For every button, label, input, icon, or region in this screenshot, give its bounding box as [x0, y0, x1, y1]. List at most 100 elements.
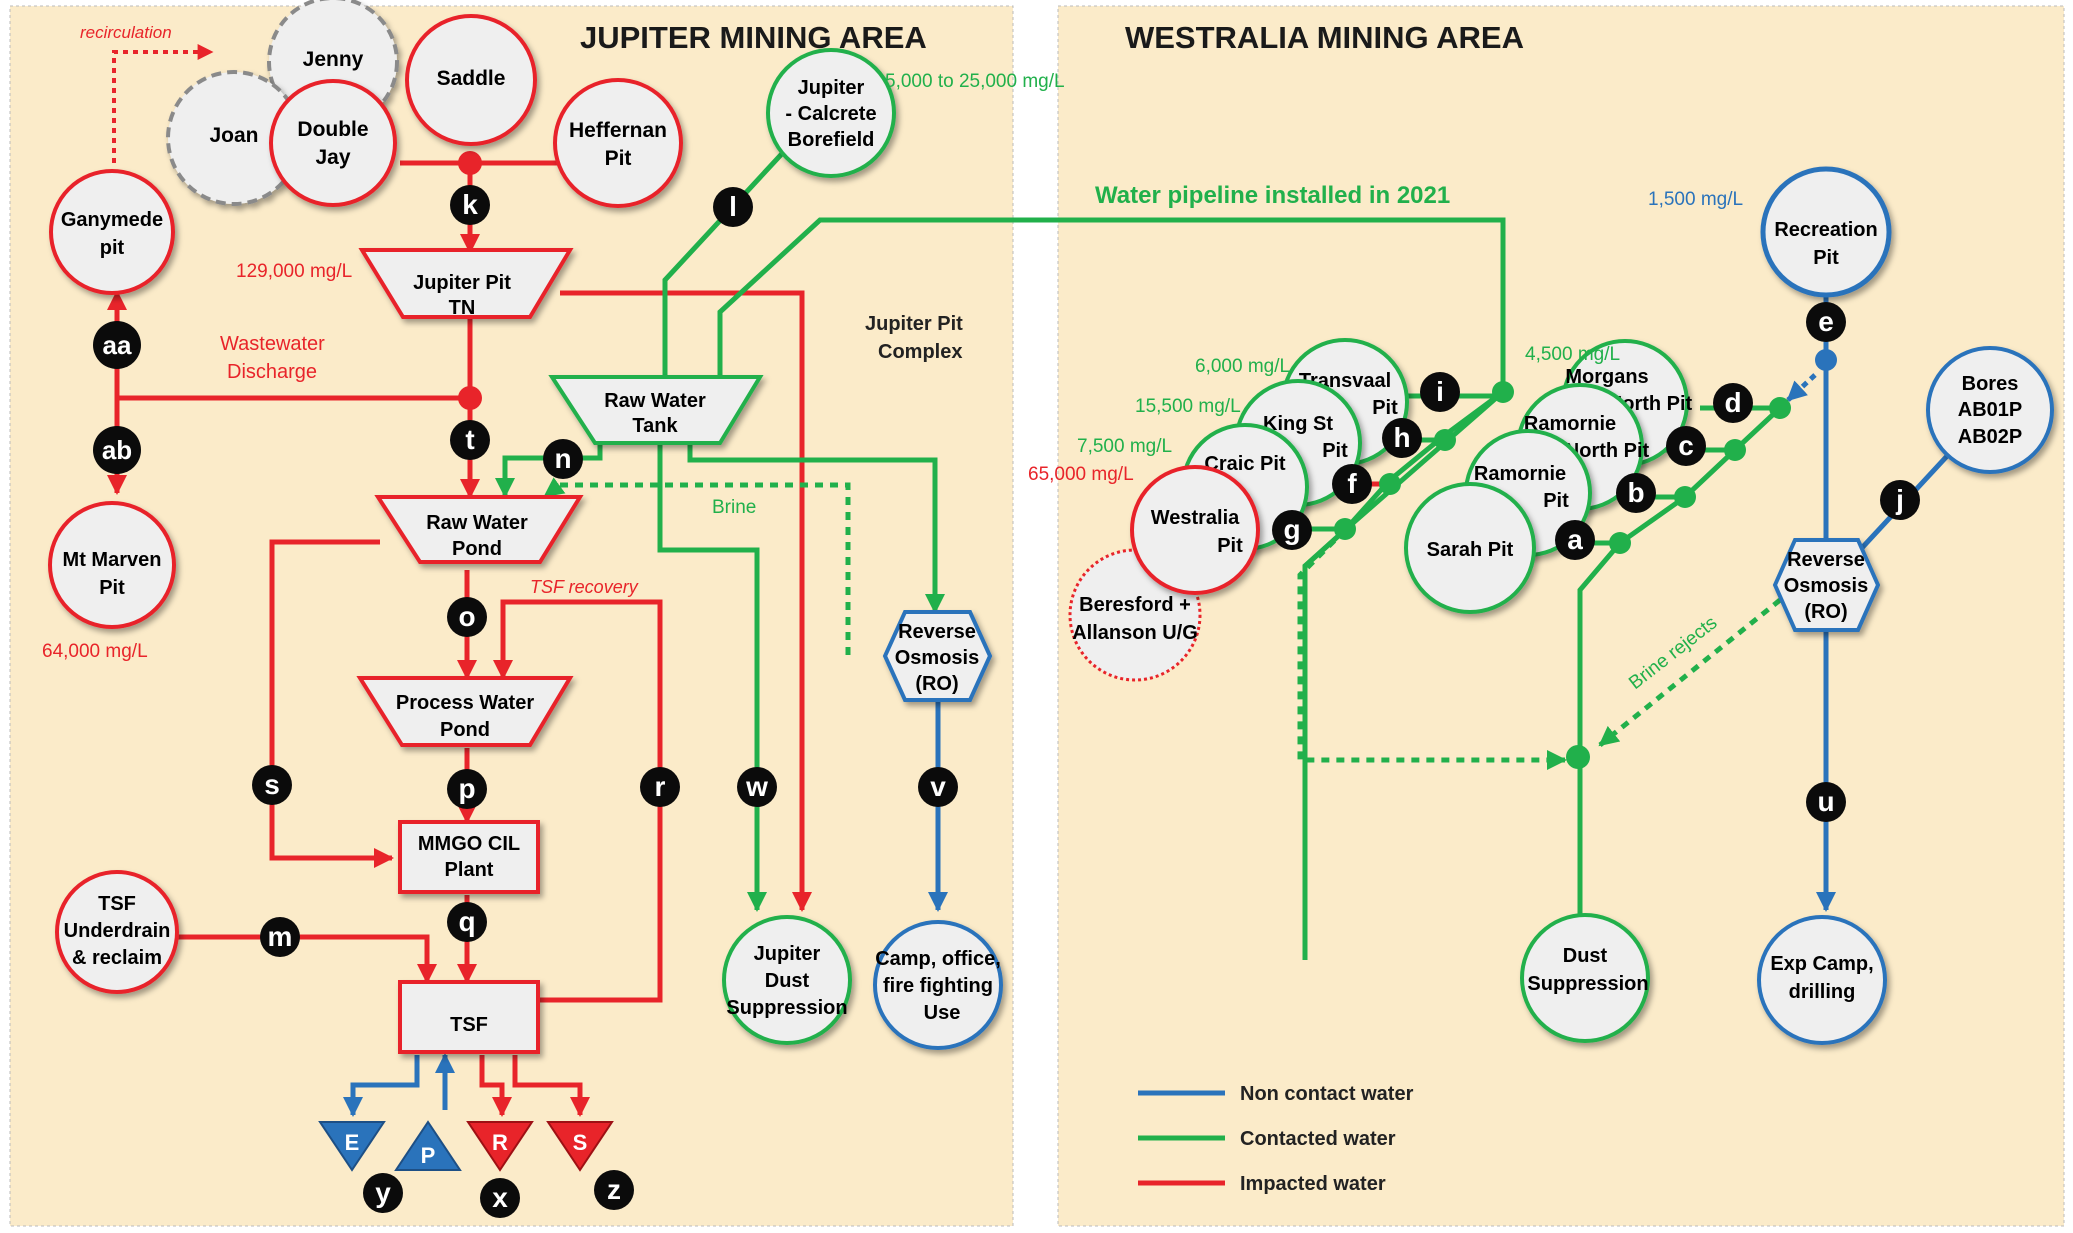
tsf-recovery-label: TSF recovery	[530, 577, 639, 597]
svg-text:w: w	[745, 771, 768, 802]
sarah-pit-node: Sarah Pit	[1404, 482, 1536, 614]
svg-text:Ramornie: Ramornie	[1524, 413, 1616, 435]
svg-text:o: o	[458, 601, 475, 632]
svg-text:Reverse: Reverse	[898, 621, 976, 643]
svg-text:MMGO CIL: MMGO CIL	[418, 833, 520, 855]
svg-text:Pit: Pit	[1217, 535, 1243, 557]
svg-text:p: p	[458, 773, 475, 804]
marker-k: k	[450, 185, 490, 225]
pit-complex-label-1: Jupiter Pit	[865, 313, 963, 335]
tsf-underdrain-node: TSF Underdrain & reclaim	[55, 870, 179, 994]
legend-impacted: Impacted water	[1138, 1173, 1386, 1195]
svg-text:Beresford +: Beresford +	[1079, 594, 1191, 616]
svg-text:Craic Pit: Craic Pit	[1204, 453, 1285, 475]
westralia-area-title: WESTRALIA MINING AREA	[1125, 20, 1524, 55]
svg-text:Jay: Jay	[315, 146, 350, 169]
marker-u: u	[1806, 782, 1846, 822]
process-water-pond-node: Process Water Pond	[356, 676, 574, 747]
marker-z: z	[594, 1170, 634, 1210]
svg-text:f: f	[1347, 468, 1357, 499]
svg-text:d: d	[1724, 387, 1741, 418]
marker-b: b	[1616, 473, 1656, 513]
exp-camp-node: Exp Camp, drilling	[1757, 915, 1887, 1045]
svg-text:s: s	[264, 769, 280, 800]
svg-text:i: i	[1436, 376, 1444, 407]
svg-text:King St: King St	[1263, 413, 1333, 435]
svg-text:h: h	[1393, 422, 1410, 453]
svg-text:l: l	[729, 191, 737, 222]
svg-text:Recreation: Recreation	[1774, 219, 1877, 241]
svg-text:Pond: Pond	[440, 719, 490, 741]
transvaal-salinity: 6,000 mg/L	[1195, 356, 1290, 377]
calcrete-borefield-node: Jupiter - Calcrete Borefield	[766, 48, 896, 178]
marker-o: o	[447, 597, 487, 637]
jupiter-dust-node: Jupiter Dust Suppression	[722, 915, 852, 1045]
marker-v: v	[918, 767, 958, 807]
svg-text:drilling: drilling	[1789, 981, 1856, 1003]
svg-text:q: q	[458, 906, 475, 937]
marker-l: l	[713, 187, 753, 227]
svg-text:g: g	[1283, 514, 1300, 545]
svg-text:m: m	[268, 921, 293, 952]
triangle-e: E	[318, 1121, 386, 1172]
marker-r: r	[640, 767, 680, 807]
svg-text:Bores: Bores	[1962, 373, 2019, 395]
junction-dots	[458, 151, 1837, 769]
craic-salinity: 7,500 mg/L	[1077, 436, 1172, 457]
svg-text:y: y	[375, 1177, 391, 1208]
pipeline-2021	[710, 217, 1506, 395]
heffernan-node: Heffernan Pit	[553, 78, 683, 208]
svg-text:Suppression: Suppression	[1527, 973, 1648, 995]
svg-text:fire fighting: fire fighting	[883, 975, 993, 997]
marker-t: t	[450, 420, 490, 460]
brine-label: Brine	[712, 497, 756, 518]
svg-text:& reclaim: & reclaim	[72, 947, 162, 969]
svg-text:e: e	[1818, 306, 1834, 337]
svg-text:v: v	[930, 771, 946, 802]
svg-text:c: c	[1678, 430, 1694, 461]
discharge-triangles: E P R S	[318, 1120, 614, 1172]
raw-water-pond-node: Raw Water Pond	[374, 495, 584, 564]
marker-p: p	[447, 769, 487, 809]
bores-node: Bores AB01P AB02P	[1926, 346, 2054, 474]
jupiter-pit-salinity: 129,000 mg/L	[236, 261, 352, 282]
svg-text:TSF: TSF	[98, 893, 136, 915]
marker-x: x	[480, 1178, 520, 1218]
svg-text:t: t	[465, 424, 474, 455]
camp-office-node: Camp, office, fire fighting Use	[873, 920, 1003, 1050]
svg-text:Pit: Pit	[1813, 247, 1839, 269]
king-st-salinity: 15,500 mg/L	[1135, 396, 1241, 417]
marker-g: g	[1272, 510, 1312, 550]
svg-text:S: S	[573, 1130, 588, 1155]
svg-text:(RO): (RO)	[1804, 601, 1847, 623]
recreation-pit-node: Recreation Pit	[1760, 166, 1892, 298]
svg-text:AB01P: AB01P	[1958, 399, 2022, 421]
svg-text:pit: pit	[100, 237, 125, 259]
svg-text:Sarah Pit: Sarah Pit	[1427, 539, 1514, 561]
marker-m: m	[260, 917, 300, 957]
svg-text:- Calcrete: - Calcrete	[785, 103, 876, 125]
svg-text:Reverse: Reverse	[1787, 549, 1865, 571]
marker-ab: ab	[93, 426, 141, 474]
pipeline-label: Water pipeline installed in 2021	[1095, 182, 1450, 209]
wastewater-label-1: Wastewater	[220, 333, 325, 355]
svg-text:Raw Water: Raw Water	[426, 512, 528, 534]
svg-text:u: u	[1817, 786, 1834, 817]
svg-text:Allanson U/G: Allanson U/G	[1072, 622, 1198, 644]
svg-text:Ramornie: Ramornie	[1474, 463, 1566, 485]
marker-j: j	[1880, 480, 1920, 520]
svg-text:Plant: Plant	[445, 859, 494, 881]
svg-text:P: P	[421, 1143, 436, 1168]
svg-text:Jenny: Jenny	[303, 48, 364, 71]
svg-text:Underdrain: Underdrain	[64, 920, 171, 942]
svg-text:Pit: Pit	[1372, 397, 1398, 419]
svg-text:j: j	[1895, 484, 1904, 515]
svg-text:Contacted water: Contacted water	[1240, 1128, 1396, 1150]
svg-text:Pit: Pit	[99, 577, 125, 599]
west-left-spine	[1302, 390, 1505, 570]
line-s	[269, 539, 394, 868]
recirculation-label: recirculation	[80, 23, 172, 42]
svg-text:Pit: Pit	[605, 147, 632, 170]
mt-marven-node: Mt Marven Pit	[48, 501, 176, 629]
svg-text:x: x	[492, 1182, 508, 1213]
